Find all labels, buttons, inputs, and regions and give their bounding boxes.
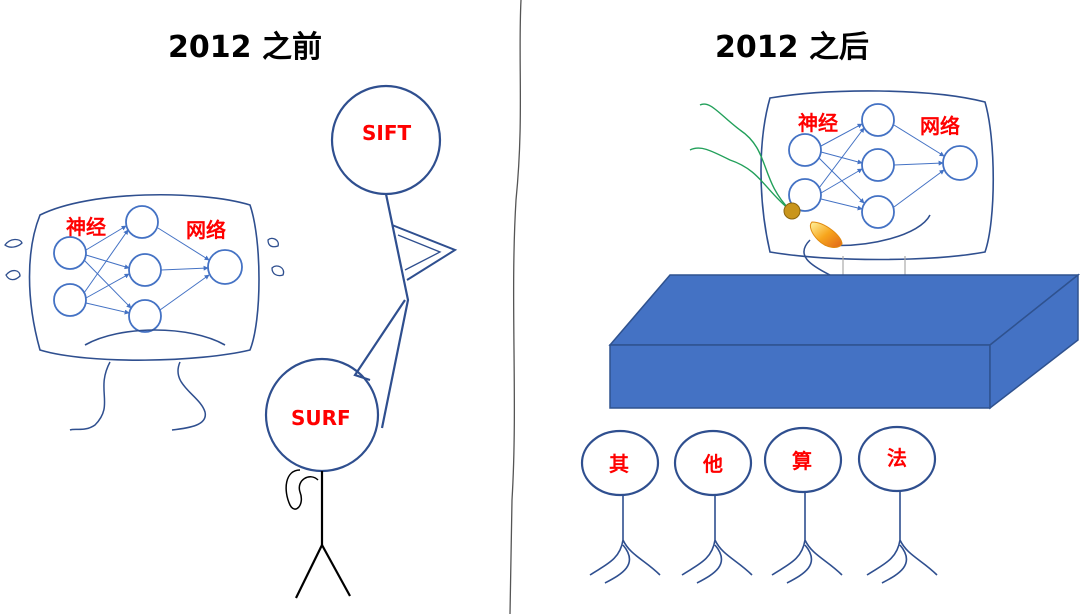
network-head-outline: [760, 90, 995, 261]
network-label-left: 神经: [66, 215, 106, 239]
hidden-node: [125, 205, 159, 239]
fuse-wire: [689, 147, 791, 211]
tear-drop-icon: [5, 269, 21, 281]
input-node: [53, 236, 87, 270]
sad-neural-network-character: 神经 网络: [4, 194, 285, 431]
network-label-right: 网络: [920, 114, 960, 138]
fuse-wire: [699, 103, 791, 211]
frown-mouth: [84, 329, 226, 346]
panel-divider: [509, 0, 522, 614]
scribble-hair: [285, 469, 319, 510]
algorithm-label: 算: [792, 449, 812, 473]
platform-box: [608, 273, 1080, 410]
algorithm-character: 他: [673, 429, 753, 584]
sift-character: SIFT: [330, 84, 458, 429]
other-algorithms-characters: 其 他 算 法: [580, 425, 938, 584]
algorithm-label: 法: [887, 446, 907, 470]
arm: [803, 239, 831, 276]
sift-label: SIFT: [362, 121, 412, 145]
output-node: [207, 249, 243, 285]
torch-flame-icon: [809, 221, 843, 248]
algorithm-label: 其: [609, 452, 629, 476]
input-node: [53, 283, 87, 317]
platform-side: [989, 273, 1079, 410]
hidden-node: [861, 148, 895, 182]
platform-front: [609, 344, 991, 409]
network-head-outline: [28, 194, 260, 361]
input-node: [788, 178, 822, 212]
title-after-2012: 2012 之后: [715, 30, 869, 65]
hidden-node: [128, 299, 162, 333]
tear-drop-icon: [271, 265, 285, 277]
leg: [171, 361, 206, 431]
algorithm-label: 他: [702, 452, 723, 476]
hidden-node: [128, 253, 162, 287]
hidden-node: [861, 195, 895, 229]
title-before-2012: 2012 之前: [168, 30, 322, 65]
happy-neural-network-character: 神经 网络: [689, 90, 995, 276]
network-label-right: 网络: [186, 218, 226, 242]
hidden-node: [861, 103, 895, 137]
network-label-left: 神经: [798, 111, 838, 135]
algorithm-character: 法: [857, 425, 938, 584]
surf-label: SURF: [291, 406, 351, 430]
output-node: [942, 145, 978, 181]
tear-drop-icon: [267, 237, 279, 248]
leg: [69, 361, 111, 431]
algorithm-character: 其: [580, 429, 661, 584]
tear-drop-icon: [4, 238, 23, 248]
algorithm-character: 算: [763, 426, 843, 584]
surf-character: SURF: [264, 357, 380, 599]
input-node: [788, 133, 822, 167]
bomb-icon: [783, 202, 801, 220]
